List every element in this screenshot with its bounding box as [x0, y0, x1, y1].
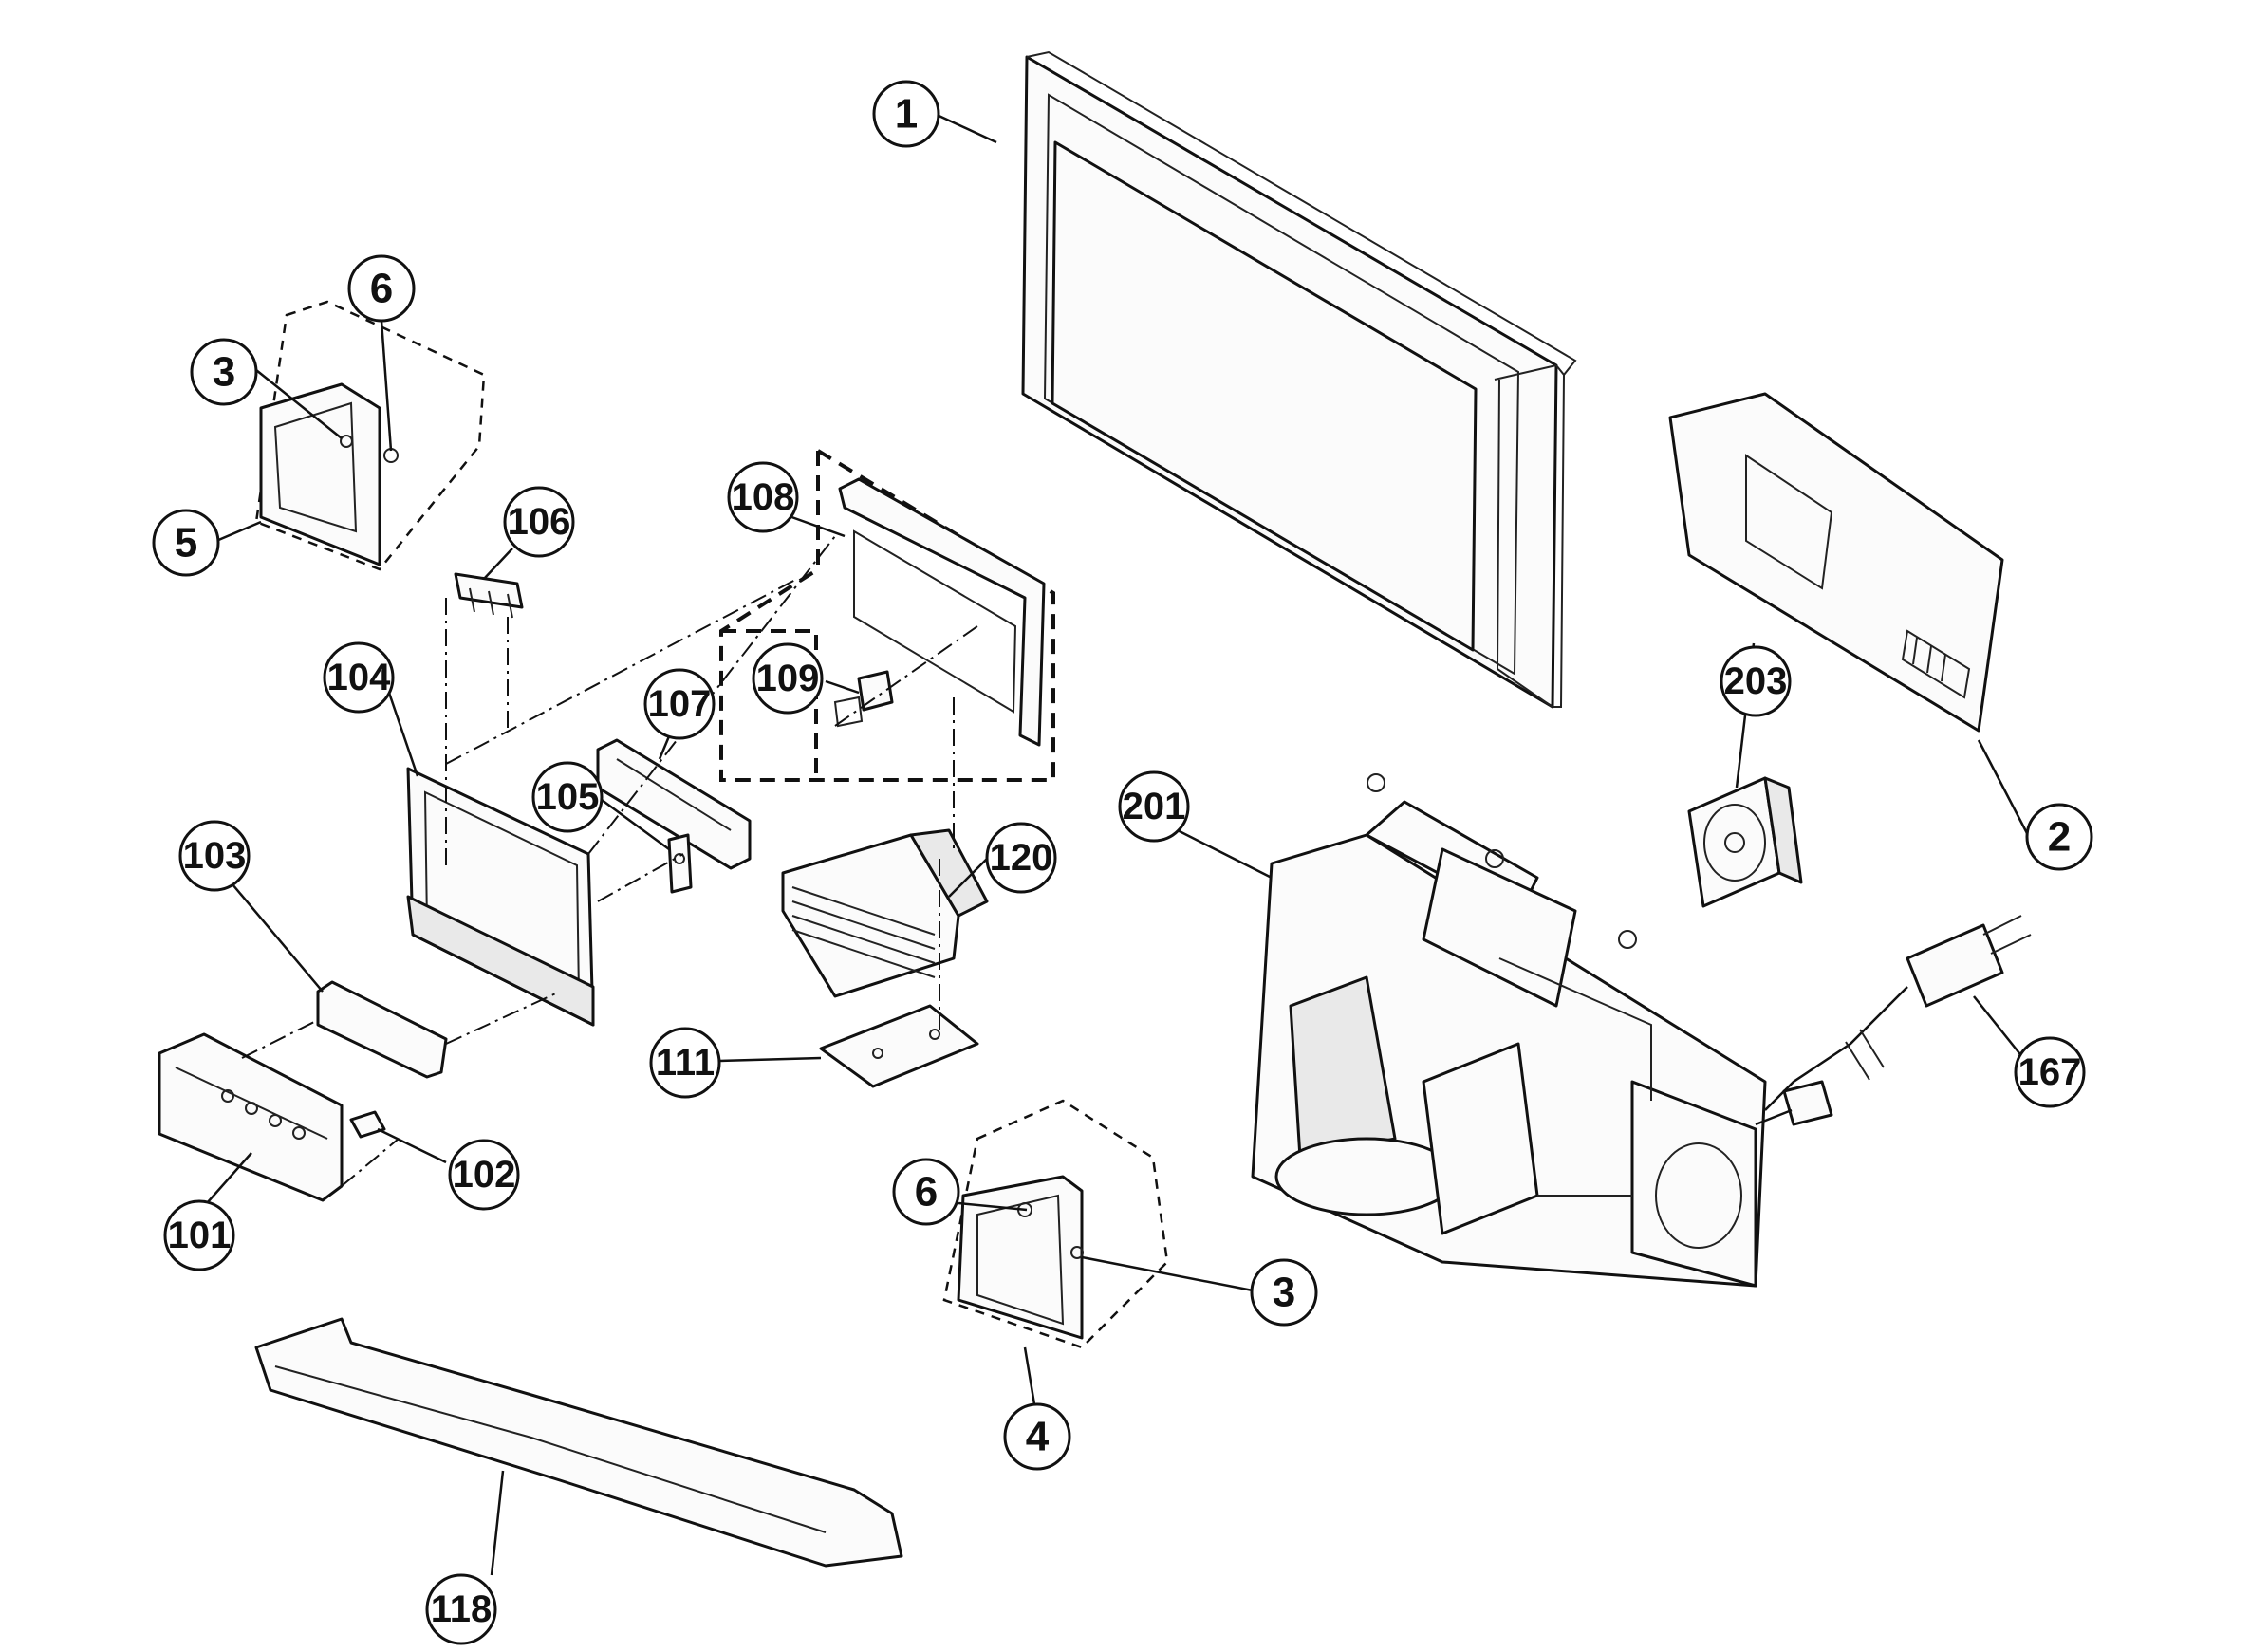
svg-text:105: 105 — [536, 776, 600, 818]
callout-103: 103 — [178, 820, 251, 892]
svg-text:5: 5 — [175, 520, 197, 566]
callout-111: 111 — [649, 1027, 721, 1099]
bracket-106-part — [454, 572, 524, 619]
bracket-109-part — [721, 629, 894, 778]
callout-120: 120 — [985, 822, 1057, 894]
svg-text:102: 102 — [453, 1154, 516, 1196]
control-panel-101-part — [158, 1032, 344, 1202]
callout-105: 105 — [531, 761, 604, 833]
callout-201: 201 — [1118, 770, 1190, 843]
svg-text:4: 4 — [1026, 1414, 1050, 1460]
callout-101: 101 — [163, 1199, 235, 1271]
lower-center-bracket-group — [942, 1099, 1169, 1349]
callout-6-upper: 6 — [347, 254, 416, 323]
svg-text:106: 106 — [508, 501, 571, 543]
callout-3-upper: 3 — [190, 338, 258, 406]
svg-text:6: 6 — [370, 266, 393, 312]
callout-2: 2 — [2025, 803, 2093, 871]
svg-text:203: 203 — [1724, 660, 1788, 702]
svg-text:101: 101 — [168, 1215, 232, 1256]
callout-106: 106 — [503, 486, 575, 558]
callout-5: 5 — [152, 509, 220, 577]
callout-109: 109 — [752, 642, 824, 715]
leader-lines — [206, 112, 2032, 1576]
svg-text:1: 1 — [895, 91, 918, 138]
board-111-part — [819, 1004, 979, 1088]
front-cabinet-part — [1021, 50, 1577, 709]
optical-engine-part — [1251, 773, 1767, 1288]
callout-104: 104 — [323, 641, 395, 714]
svg-text:6: 6 — [915, 1169, 938, 1216]
svg-text:201: 201 — [1123, 786, 1186, 827]
svg-text:3: 3 — [213, 349, 235, 396]
panel-103-part — [316, 980, 448, 1079]
svg-text:108: 108 — [732, 476, 795, 518]
cooling-fan-part — [1687, 776, 1803, 908]
callout-4: 4 — [1003, 1402, 1071, 1471]
upper-left-bracket-group — [254, 300, 486, 571]
svg-text:2: 2 — [2048, 814, 2071, 861]
svg-text:120: 120 — [990, 837, 1053, 879]
callout-102: 102 — [448, 1139, 520, 1211]
callout-118: 118 — [425, 1573, 497, 1645]
callout-3-lower: 3 — [1250, 1258, 1318, 1327]
heatsink-120-part — [781, 828, 989, 998]
frame-108-part — [719, 449, 1055, 782]
callout-108: 108 — [727, 461, 799, 533]
callout-6-lower: 6 — [892, 1158, 960, 1226]
svg-text:107: 107 — [648, 683, 712, 725]
main-board-part — [406, 767, 595, 1027]
svg-text:3: 3 — [1273, 1270, 1295, 1316]
svg-text:118: 118 — [431, 1588, 493, 1630]
svg-text:104: 104 — [327, 657, 391, 698]
power-cord-part — [1755, 915, 2032, 1126]
callout-107: 107 — [643, 668, 716, 740]
svg-text:167: 167 — [2018, 1051, 2082, 1093]
callout-1: 1 — [872, 80, 940, 148]
switch-102-part — [349, 1110, 386, 1139]
svg-text:103: 103 — [183, 835, 247, 877]
bottom-trim-118-part — [254, 1317, 903, 1568]
connector-105-part — [667, 833, 693, 894]
svg-text:111: 111 — [656, 1042, 715, 1084]
callout-167: 167 — [2014, 1036, 2086, 1108]
rear-cover-part — [1668, 392, 2004, 733]
svg-text:109: 109 — [756, 658, 820, 699]
callout-203: 203 — [1720, 645, 1792, 717]
